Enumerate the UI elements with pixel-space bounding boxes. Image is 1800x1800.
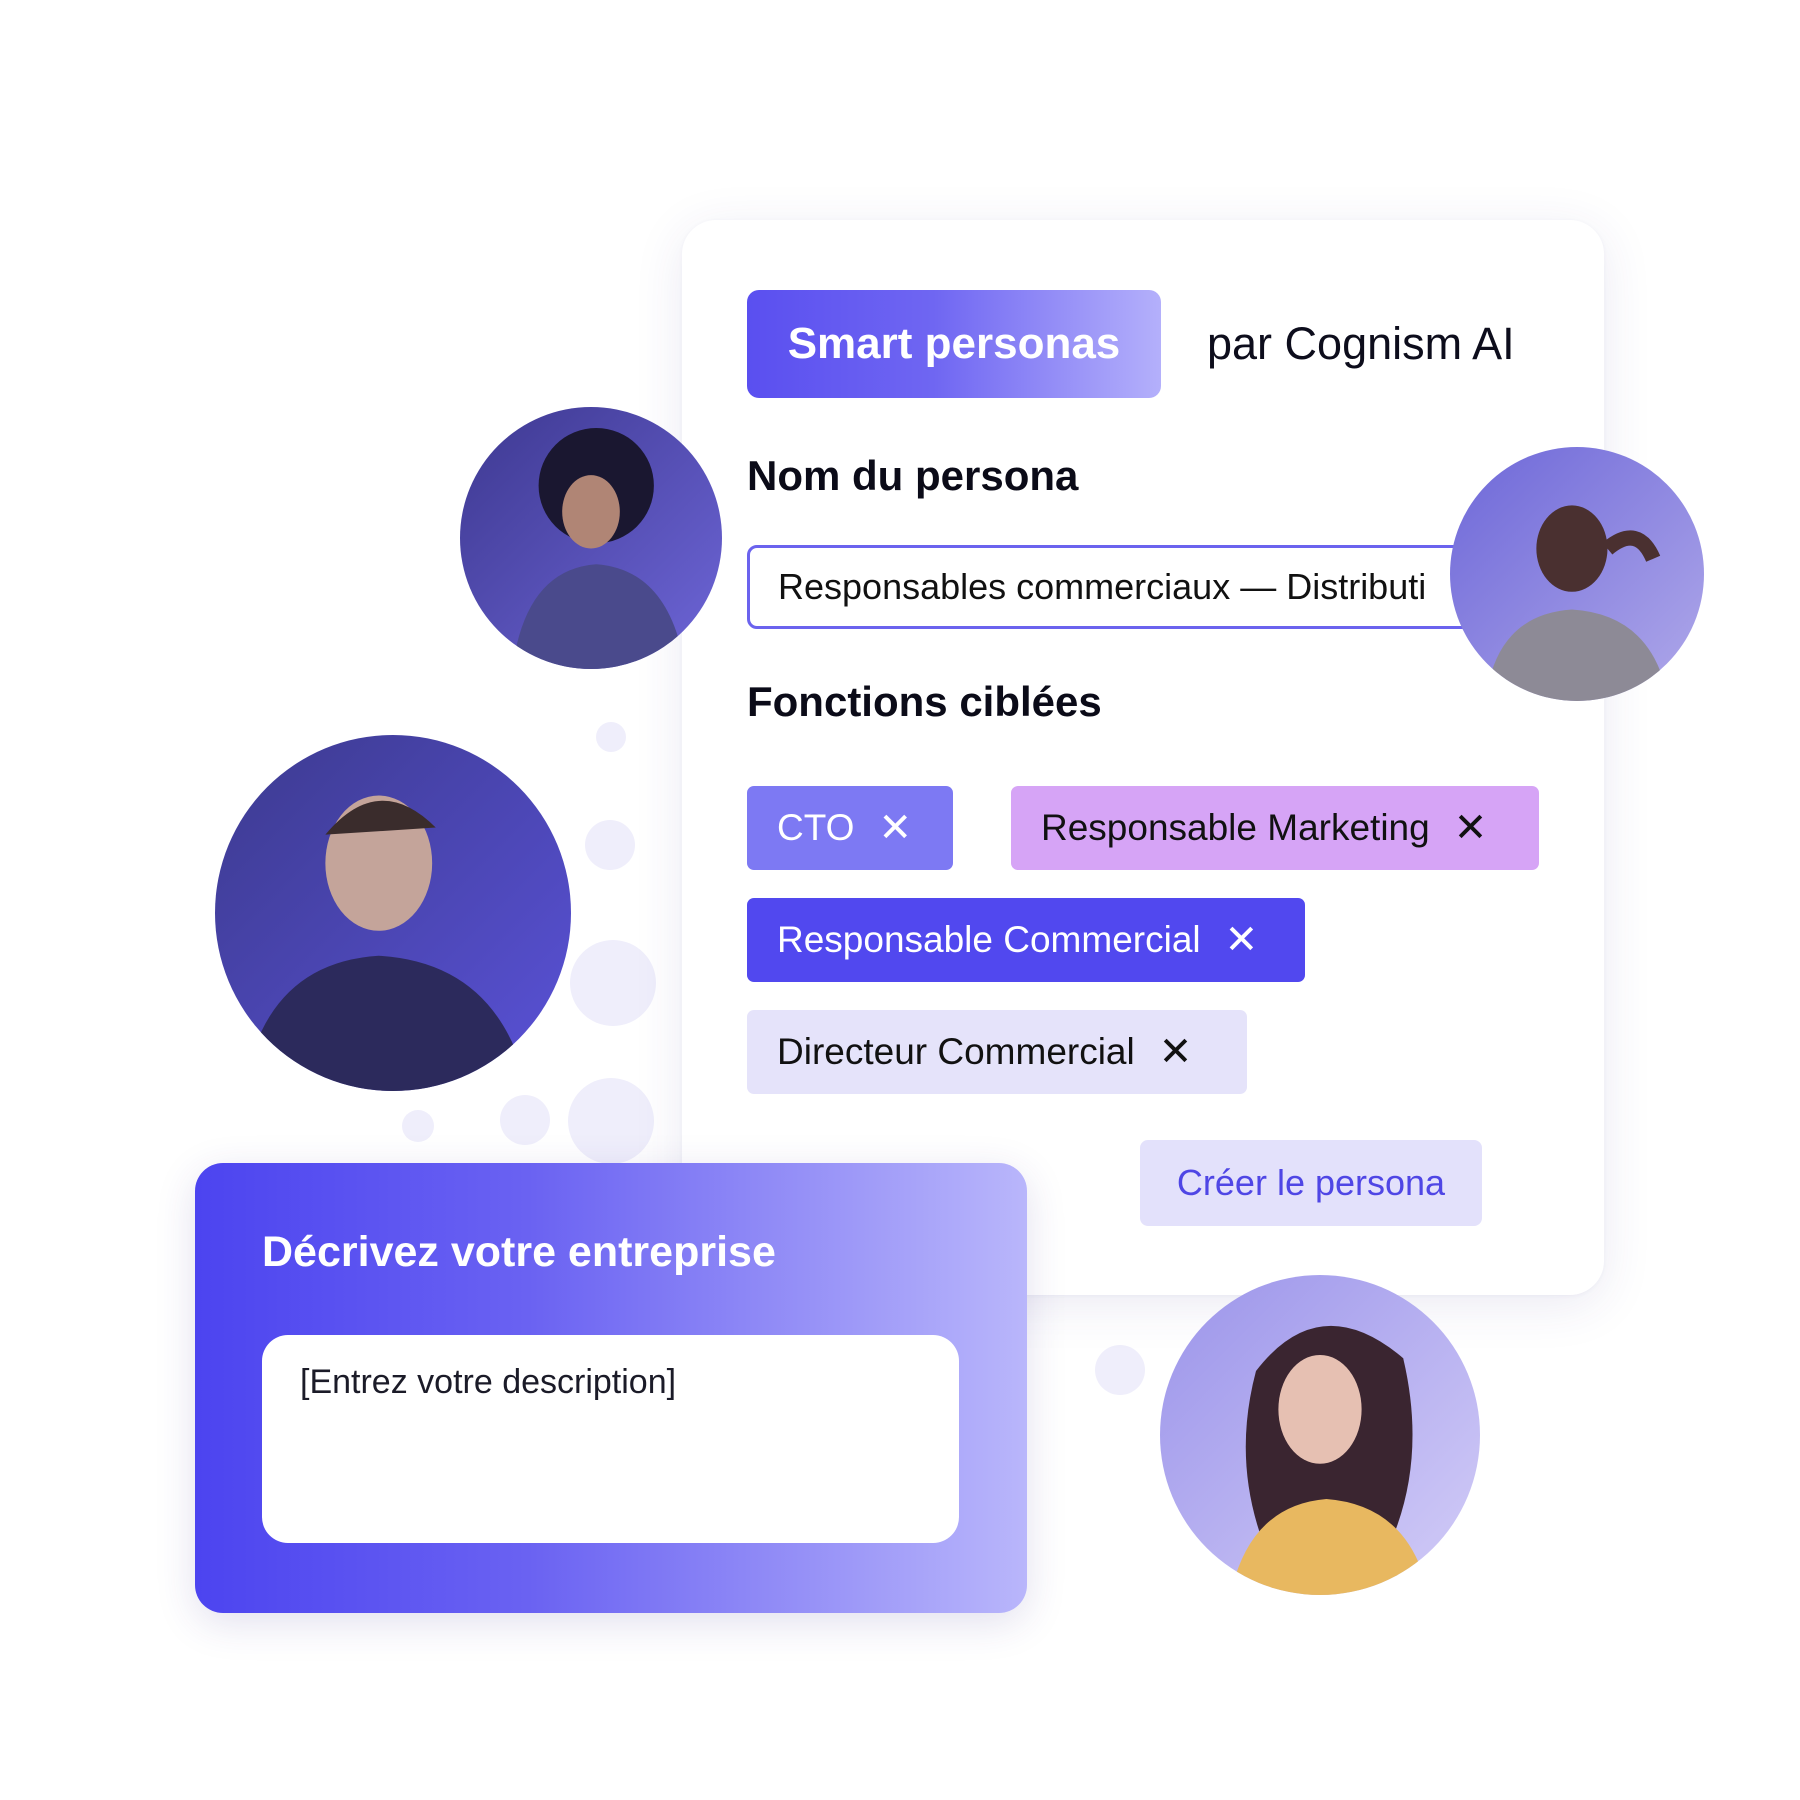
create-persona-button[interactable]: Créer le persona [1140, 1140, 1482, 1226]
smart-personas-label: Smart personas [787, 319, 1121, 368]
smart-personas-badge: Smart personas [747, 290, 1161, 398]
decor-dot [570, 940, 656, 1026]
tag-label: Directeur Commercial [777, 1031, 1135, 1072]
avatar-woman-dark-hair [1160, 1275, 1480, 1595]
avatar-woman-curly-hair [460, 407, 722, 669]
decor-dot [585, 820, 635, 870]
describe-company-card: Décrivez votre entreprise [Entrez votre … [195, 1163, 1027, 1613]
avatar-man-right [1450, 447, 1704, 701]
close-icon[interactable]: ✕ [878, 806, 912, 850]
functions-label: Fonctions ciblées [747, 678, 1102, 725]
tag-responsable-marketing: Responsable Marketing ✕ [1011, 786, 1539, 870]
tag-label: CTO [777, 807, 855, 848]
describe-company-title: Décrivez votre entreprise [262, 1228, 776, 1276]
by-cognism-label: par Cognism AI [1207, 318, 1515, 369]
create-persona-label: Créer le persona [1176, 1162, 1446, 1203]
tag-directeur-commercial: Directeur Commercial ✕ [747, 1010, 1247, 1094]
close-icon[interactable]: ✕ [1158, 1030, 1193, 1074]
decor-dot [596, 722, 626, 752]
avatar-man-left [215, 735, 571, 1091]
decor-dot [1095, 1345, 1145, 1395]
persona-name-label: Nom du persona [747, 452, 1079, 499]
close-icon[interactable]: ✕ [1224, 918, 1259, 962]
decor-dot [500, 1095, 550, 1145]
tag-cto: CTO ✕ [747, 786, 953, 870]
company-description-input[interactable]: [Entrez votre description] [262, 1335, 959, 1543]
company-description-placeholder: [Entrez votre description] [300, 1363, 677, 1401]
persona-card: Smart personas par Cognism AI Nom du per… [682, 220, 1604, 1295]
persona-name-value: Responsables commerciaux — Distributi [778, 566, 1427, 607]
close-icon[interactable]: ✕ [1453, 806, 1488, 850]
decor-dot [568, 1078, 654, 1164]
tag-label: Responsable Commercial [777, 919, 1201, 960]
tag-label: Responsable Marketing [1041, 807, 1430, 848]
persona-name-input[interactable]: Responsables commerciaux — Distributi [747, 545, 1537, 629]
tag-responsable-commercial: Responsable Commercial ✕ [747, 898, 1305, 982]
decor-dot [402, 1110, 434, 1142]
